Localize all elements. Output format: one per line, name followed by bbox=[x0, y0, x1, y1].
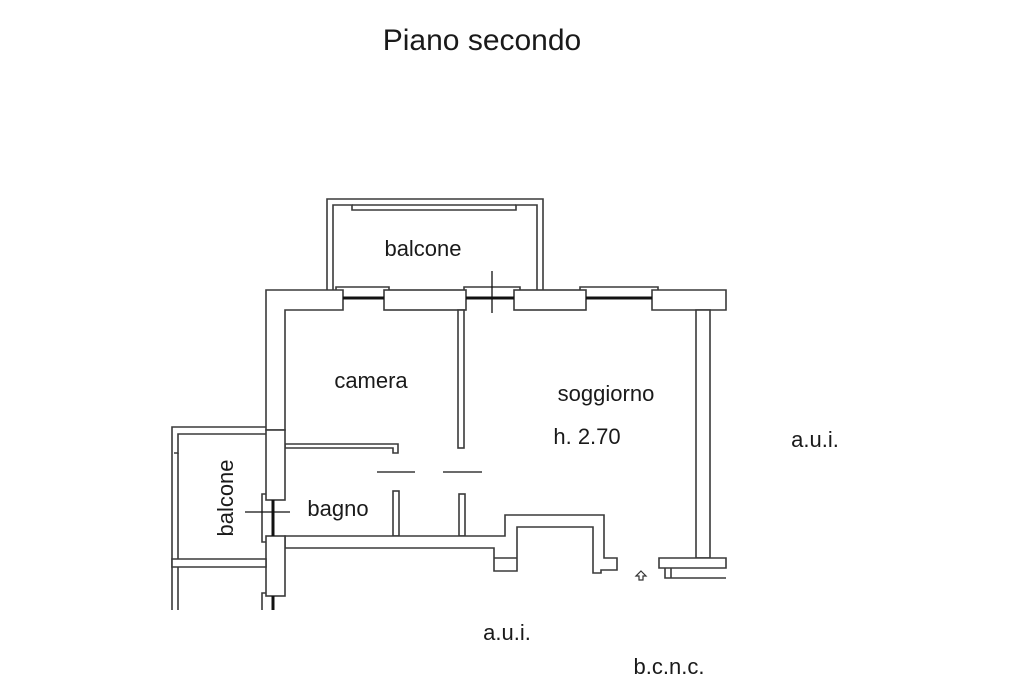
corridor-partition bbox=[458, 493, 466, 537]
label-soggiorno: soggiorno bbox=[558, 381, 655, 406]
north-wall bbox=[265, 271, 727, 431]
label-aui-bottom: a.u.i. bbox=[483, 620, 531, 645]
label-aui-right: a.u.i. bbox=[791, 427, 839, 452]
label-bagno: bagno bbox=[307, 496, 368, 521]
west-wall bbox=[245, 429, 290, 610]
label-camera: camera bbox=[334, 368, 408, 393]
balcony-top bbox=[326, 198, 544, 292]
label-height: h. 2.70 bbox=[553, 424, 620, 449]
south-wall bbox=[284, 514, 618, 574]
label-balcone-top: balcone bbox=[384, 236, 461, 261]
label-bcnc: b.c.n.c. bbox=[634, 654, 705, 679]
partition-wall bbox=[457, 309, 465, 449]
plan-title: Piano secondo bbox=[383, 24, 582, 57]
arrow-up-icon bbox=[634, 570, 648, 581]
label-balcone-left: balcone bbox=[213, 459, 238, 536]
east-wall bbox=[658, 309, 727, 579]
camera-bagno-wall bbox=[284, 443, 399, 454]
balcony-left bbox=[171, 426, 267, 610]
bagno-partition bbox=[392, 490, 400, 537]
